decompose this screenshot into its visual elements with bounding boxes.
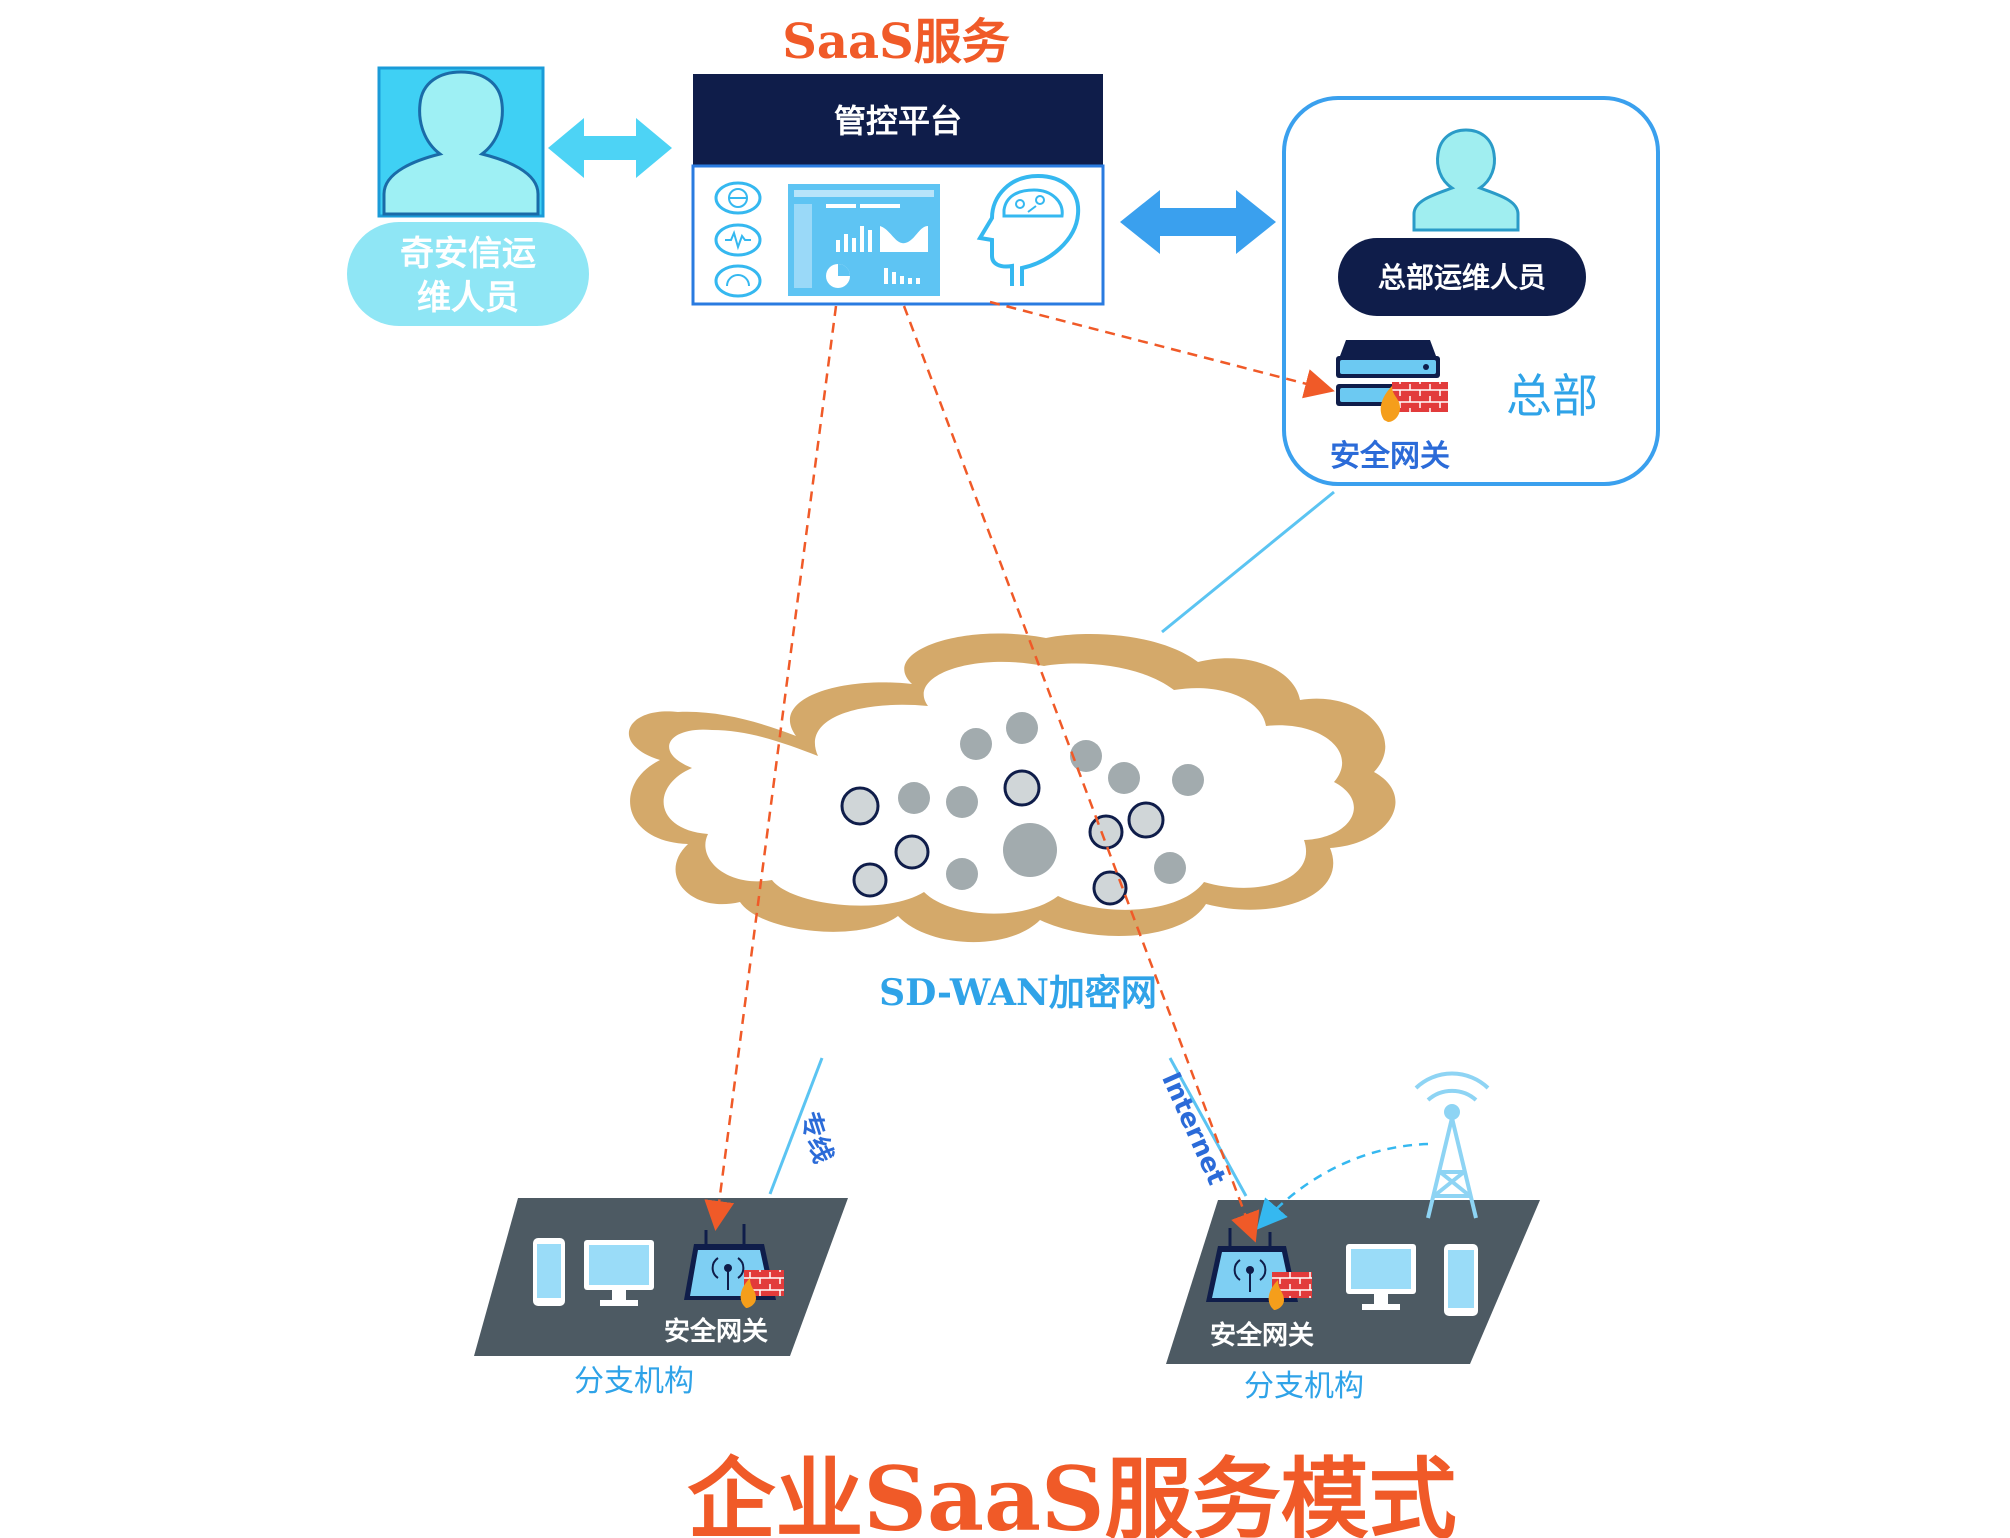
branch-right: Internet 安全网关 分支机构 bbox=[1155, 1057, 1540, 1404]
platform-title: 管控平台 bbox=[834, 102, 962, 140]
qianxin-ops-personnel: 奇安信运 维人员 bbox=[347, 66, 589, 326]
branch-left: 专线 安全网关 分支机构 bbox=[474, 1057, 848, 1399]
sd-wan-cloud bbox=[628, 633, 1396, 943]
double-arrow-platform-hq bbox=[1120, 190, 1276, 254]
hq-cloud-link bbox=[1161, 490, 1335, 634]
signal-tower-icon bbox=[1414, 1071, 1490, 1219]
management-platform: 管控平台 bbox=[691, 74, 1105, 306]
right-monitor-icon bbox=[1346, 1244, 1416, 1310]
wireless-link bbox=[1256, 1142, 1429, 1230]
mgmt-link-left-branch bbox=[704, 305, 838, 1231]
sd-wan-label: SD-WAN加密网 bbox=[879, 972, 1157, 1014]
qianxin-ops-label-line2: 维人员 bbox=[417, 278, 519, 318]
hq-ops-label: 总部运维人员 bbox=[1378, 261, 1546, 294]
right-internet-line bbox=[1168, 1057, 1248, 1197]
hq-name: 总部 bbox=[1506, 369, 1598, 423]
saas-service-label: SaaS服务 bbox=[782, 14, 1010, 70]
diagram-title: 企业SaaS服务模式 bbox=[687, 1447, 1456, 1538]
mgmt-link-hq bbox=[989, 300, 1335, 399]
hq-gateway-label: 安全网关 bbox=[1330, 439, 1450, 474]
dashboard-icon bbox=[788, 184, 940, 296]
right-router-icon bbox=[1206, 1228, 1312, 1310]
mgmt-link-right-branch bbox=[902, 305, 1260, 1243]
hq-gateway-icon bbox=[1336, 340, 1448, 422]
left-gateway-label: 安全网关 bbox=[664, 1316, 768, 1347]
left-router-icon bbox=[684, 1224, 784, 1308]
platform-pulse-icon bbox=[714, 223, 762, 257]
hq-ops-person-icon bbox=[1412, 128, 1520, 232]
left-monitor-icon bbox=[584, 1240, 654, 1306]
left-dedicated-line bbox=[768, 1057, 824, 1195]
right-link-label: Internet bbox=[1155, 1068, 1231, 1189]
right-phone-icon bbox=[1444, 1244, 1478, 1316]
qianxin-ops-label-line1: 奇安信运 bbox=[400, 234, 536, 274]
right-branch-name: 分支机构 bbox=[1244, 1369, 1364, 1404]
headquarters-box: 总部运维人员 总部 安全网关 bbox=[1282, 96, 1660, 486]
left-link-label: 专线 bbox=[793, 1108, 838, 1167]
platform-gauge-icon bbox=[714, 264, 762, 298]
double-arrow-ops-platform bbox=[548, 118, 672, 178]
left-branch-name: 分支机构 bbox=[574, 1364, 694, 1399]
platform-globe-icon bbox=[714, 181, 762, 215]
network-nodes bbox=[840, 712, 1204, 906]
management-links bbox=[704, 300, 1335, 1243]
ai-brain-head-icon bbox=[976, 173, 1081, 286]
right-gateway-label: 安全网关 bbox=[1210, 1320, 1314, 1351]
left-phone-icon bbox=[533, 1238, 565, 1306]
